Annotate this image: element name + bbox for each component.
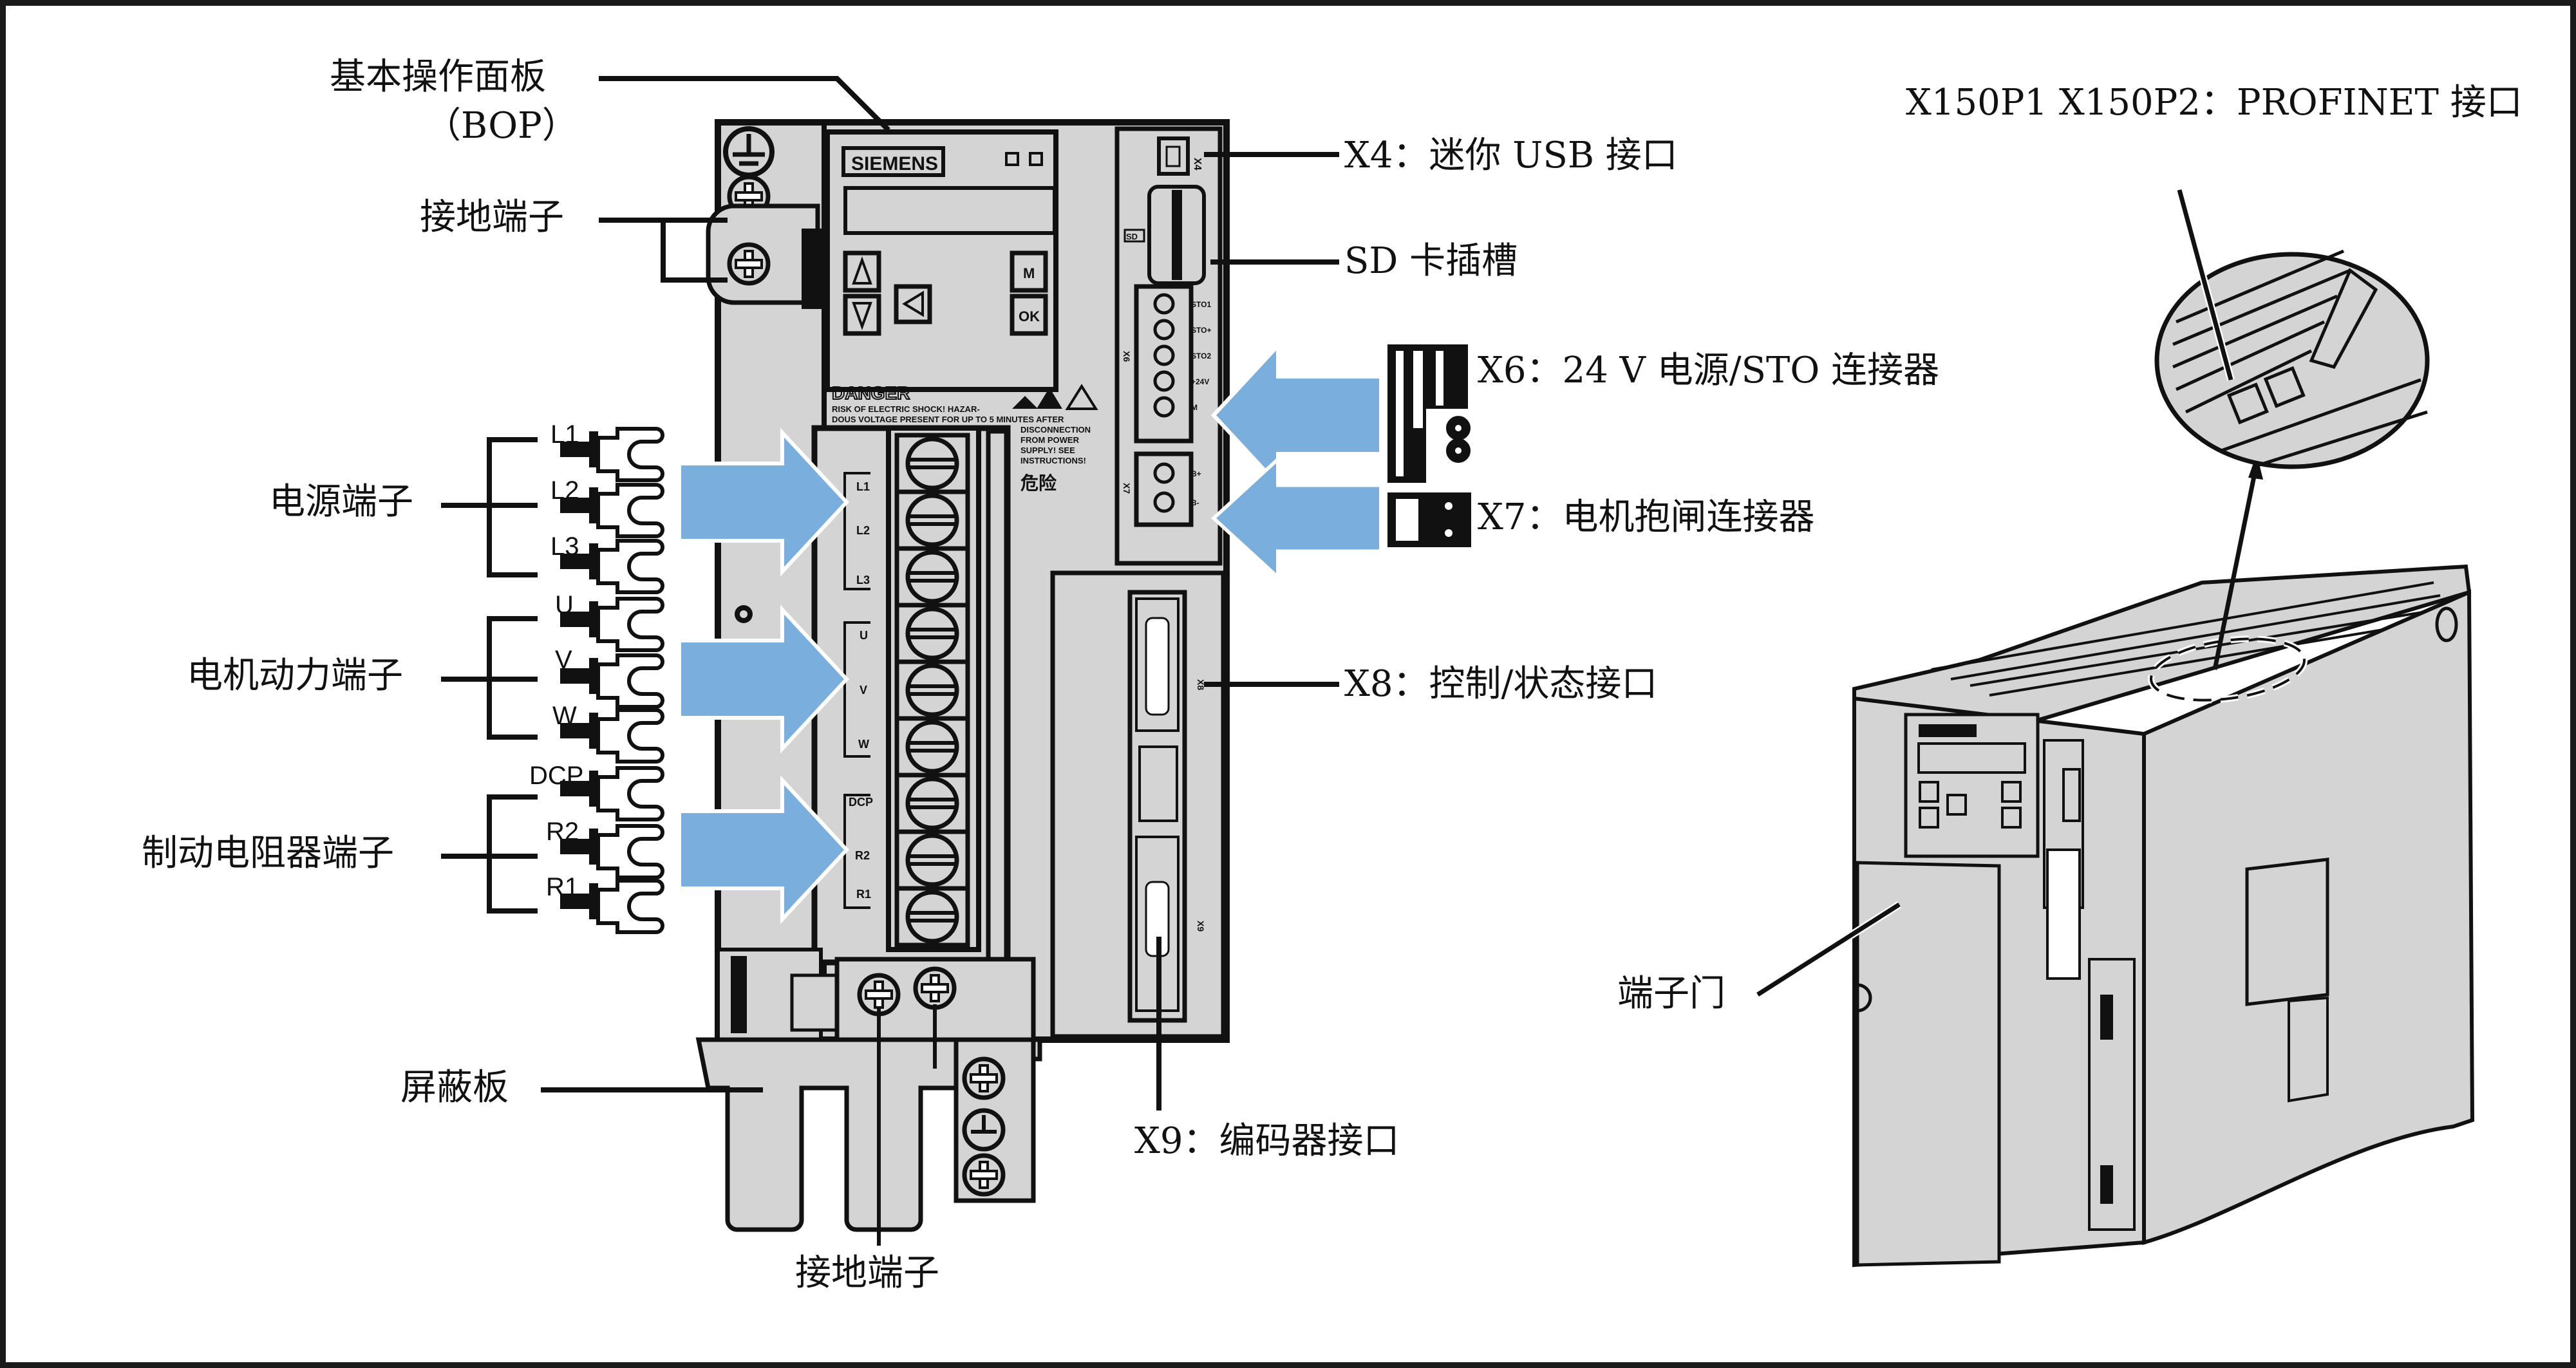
usb-port <box>1157 136 1190 176</box>
svg-text:M: M <box>1023 265 1035 281</box>
warning-triangle-icon <box>1037 388 1062 409</box>
x7-plug-icon <box>1387 492 1471 547</box>
leader-lines <box>441 76 1339 1246</box>
label-sd-slot: SD 卡插槽 <box>1344 240 1518 282</box>
label-x7-brake: X7：电机抱闸连接器 <box>1478 496 1815 538</box>
svg-text:X6: X6 <box>1122 351 1132 362</box>
label-bop-abbrev: （BOP） <box>425 105 578 147</box>
ground-screw-icon <box>729 245 768 283</box>
bop-display <box>843 186 1057 235</box>
terminal-screws <box>897 435 968 945</box>
svg-text:STO1: STO1 <box>1191 300 1211 309</box>
label-shield-plate: 屏蔽板 <box>400 1067 509 1109</box>
svg-text:DOUS VOLTAGE PRESENT FOR UP TO: DOUS VOLTAGE PRESENT FOR UP TO 5 MINUTES… <box>832 415 1064 424</box>
label-x8-control: X8：控制/状态接口 <box>1344 663 1658 705</box>
svg-text:+24V: +24V <box>1191 377 1209 386</box>
bop-back-button <box>894 284 932 324</box>
svg-text:R2: R2 <box>855 849 870 862</box>
label-motor-terminals: 电机动力端子 <box>187 655 403 697</box>
warning-triangle-icon <box>1065 384 1098 410</box>
svg-text:X8: X8 <box>1196 679 1206 690</box>
svg-text:B+: B+ <box>1191 469 1201 478</box>
svg-text:FROM POWER: FROM POWER <box>1020 435 1080 445</box>
arrow-x7-icon <box>1214 459 1381 577</box>
danger-title: DANGER <box>832 383 910 403</box>
tag-dcp: DCP <box>529 762 584 790</box>
tag-r1: R1 <box>546 873 579 901</box>
arrow-x6-icon <box>1214 346 1381 485</box>
siemens-logo: SIEMENS <box>851 153 938 174</box>
tag-u: U <box>555 591 574 619</box>
label-ground-terminal-top: 接地端子 <box>420 196 564 238</box>
bop-m-button <box>1010 250 1048 293</box>
label-x4-usb: X4：迷你 USB 接口 <box>1344 135 1678 176</box>
label-profinet: X150P1 X150P2：PROFINET 接口 <box>1906 82 2523 124</box>
drive-isometric-view <box>1755 189 2475 1268</box>
label-ground-terminal-bottom: 接地端子 <box>795 1252 939 1294</box>
svg-text:B-: B- <box>1191 498 1199 507</box>
svg-text:STO+: STO+ <box>1191 326 1211 335</box>
tag-l3: L3 <box>550 532 579 561</box>
warning-triangle-icon <box>1012 396 1038 409</box>
tag-l2: L2 <box>550 476 579 505</box>
svg-text:SUPPLY! SEE: SUPPLY! SEE <box>1020 445 1075 455</box>
label-terminal-door: 端子门 <box>1617 973 1725 1015</box>
label-x9-encoder: X9：编码器接口 <box>1134 1120 1400 1162</box>
svg-text:STO2: STO2 <box>1191 351 1211 361</box>
label-bop: 基本操作面板 <box>330 56 546 98</box>
svg-text:危险: 危险 <box>1020 473 1057 493</box>
tag-l1: L1 <box>550 420 579 449</box>
x6-plug-icon <box>1387 344 1471 483</box>
svg-text:V: V <box>860 684 867 697</box>
svg-text:W: W <box>858 738 869 751</box>
svg-text:L3: L3 <box>856 574 870 586</box>
tag-v: V <box>555 646 572 674</box>
svg-text:R1: R1 <box>856 888 871 901</box>
tag-w: W <box>552 702 577 730</box>
shield-screw-icon <box>964 1059 1003 1098</box>
terminal-door <box>1856 861 2001 1267</box>
svg-text:L1: L1 <box>856 480 870 493</box>
label-x6-power-sto: X6：24 V 电源/STO 连接器 <box>1478 350 1940 391</box>
svg-text:INSTRUCTIONS!: INSTRUCTIONS! <box>1020 456 1086 465</box>
svg-text:M: M <box>1191 403 1198 412</box>
bop-ok-button <box>1010 294 1048 336</box>
svg-text:U: U <box>860 629 868 642</box>
label-power-terminals: 电源端子 <box>269 481 413 523</box>
svg-text:X4: X4 <box>1192 158 1203 171</box>
svg-text:DCP: DCP <box>849 796 873 809</box>
ground-screw-icon <box>916 969 954 1007</box>
shield-screw-icon <box>964 1156 1003 1194</box>
svg-text:X9: X9 <box>1196 921 1206 932</box>
svg-text:OK: OK <box>1019 308 1040 324</box>
svg-text:L2: L2 <box>856 524 870 537</box>
label-brake-resistor-terminals: 制动电阻器端子 <box>142 832 394 874</box>
svg-text:DISCONNECTION: DISCONNECTION <box>1020 425 1091 435</box>
tag-r2: R2 <box>546 818 579 846</box>
svg-text:SD: SD <box>1126 232 1138 241</box>
svg-text:RISK OF ELECTRIC SHOCK! HAZAR-: RISK OF ELECTRIC SHOCK! HAZAR- <box>832 404 980 414</box>
svg-text:X7: X7 <box>1122 483 1132 494</box>
